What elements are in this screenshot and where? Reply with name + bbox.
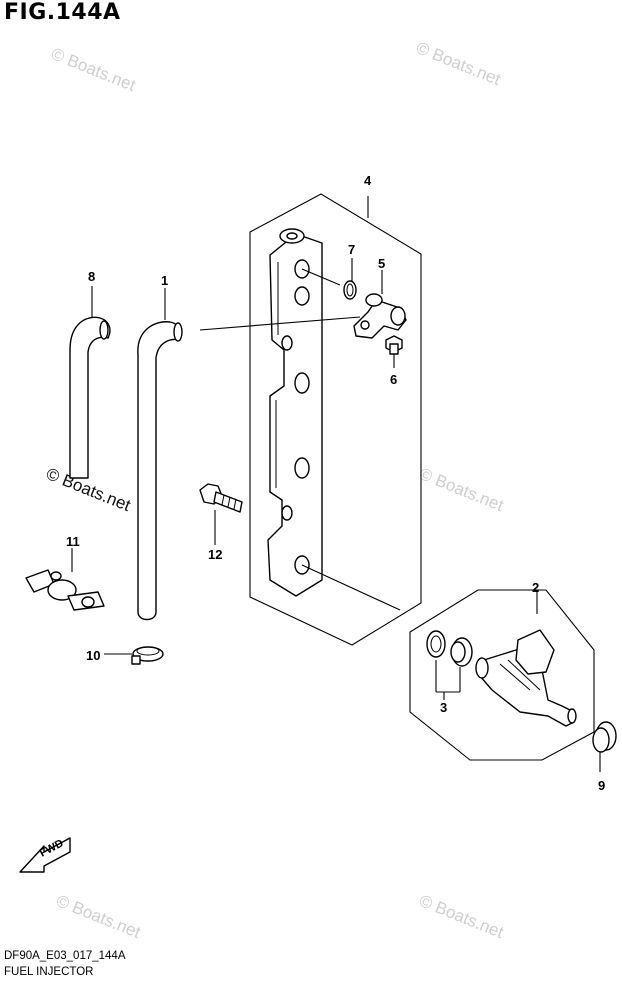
- clamp-part-10: [131, 646, 164, 665]
- hose-part-8: [69, 316, 111, 479]
- callout-6: 6: [390, 372, 397, 387]
- callout-11: 11: [66, 534, 80, 549]
- watermark-text: © Boats.net: [414, 38, 504, 89]
- bolt-part-6: [385, 335, 403, 355]
- fuel-rail-box: [249, 193, 422, 646]
- callout-4: 4: [364, 173, 372, 188]
- damper-part-5: [353, 293, 407, 339]
- fuel-injector: [475, 629, 577, 727]
- callout-1: 1: [161, 273, 168, 288]
- o-ring-part-7: [343, 280, 357, 300]
- callout-12: 12: [208, 547, 222, 562]
- figure-name: FUEL INJECTOR: [4, 966, 94, 978]
- callout-labels: 1 2 3 4 5 6 7 8 9 10 11 12: [66, 173, 605, 793]
- figure-title: FIG.144A: [4, 0, 121, 25]
- fuel-rail: [267, 228, 323, 597]
- leader-lines: [71, 258, 601, 772]
- watermark-text: © Boats.net: [54, 891, 144, 942]
- seal-part-3: [426, 630, 473, 667]
- injector-box: [409, 589, 595, 761]
- callout-8: 8: [88, 269, 95, 284]
- figure-code: DF90A_E03_017_144A: [4, 950, 126, 962]
- callout-10: 10: [86, 648, 100, 663]
- bolt-part-12: [199, 483, 243, 513]
- callout-3: 3: [440, 700, 447, 715]
- callout-5: 5: [378, 256, 385, 271]
- watermark-text: © Boats.net: [417, 464, 507, 515]
- fwd-arrow-icon: FWD: [19, 837, 71, 873]
- clip-part-11: [25, 569, 105, 611]
- callout-9: 9: [598, 778, 605, 793]
- hose-part-1: [137, 321, 183, 621]
- cap-part-9: [592, 721, 617, 753]
- watermark-text: © Boats.net: [417, 891, 507, 942]
- watermark-text: © Boats.net: [49, 44, 139, 95]
- callout-2: 2: [532, 580, 539, 595]
- callout-7: 7: [348, 242, 355, 257]
